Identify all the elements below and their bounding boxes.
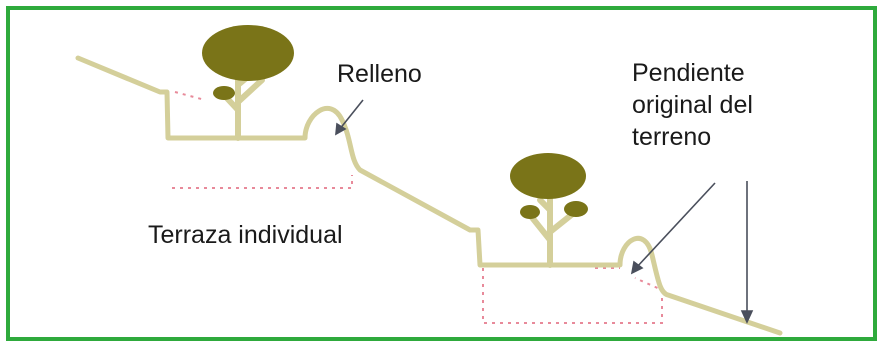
- tree-2: [510, 153, 588, 268]
- label-pendiente: Pendiente original del terreno: [632, 57, 753, 153]
- arrow-pendiente-head: [630, 260, 644, 275]
- tree-2-crown: [510, 153, 586, 199]
- terrain-line: [75, 55, 783, 336]
- tree-1: [202, 25, 294, 141]
- diagram-border: [6, 6, 877, 341]
- arrow-relleno-line: [338, 99, 364, 131]
- tree-1-crown: [202, 25, 294, 81]
- dotted-fill-terrace-1: [172, 91, 353, 189]
- tree-2-small-crown-right: [564, 201, 588, 217]
- label-pendiente-line-3: terreno: [632, 123, 712, 151]
- terrain-profile: [75, 55, 783, 336]
- arrow-vertical-head: [740, 310, 754, 324]
- label-terraza-individual: Terraza individual: [148, 221, 343, 249]
- label-pendiente-line-2: original del: [632, 91, 753, 119]
- arrow-relleno-head: [335, 122, 347, 136]
- label-pendiente-line-1: Pendiente: [632, 59, 745, 87]
- tree-1-small-crown: [213, 86, 235, 100]
- label-relleno: Relleno: [337, 60, 422, 88]
- dotted-fill-lines: [172, 91, 663, 324]
- arrow-pendiente-line: [635, 182, 716, 269]
- dotted-fill-terrace-2: [482, 268, 663, 324]
- tree-2-small-crown-left: [520, 205, 540, 219]
- arrows: [335, 99, 754, 324]
